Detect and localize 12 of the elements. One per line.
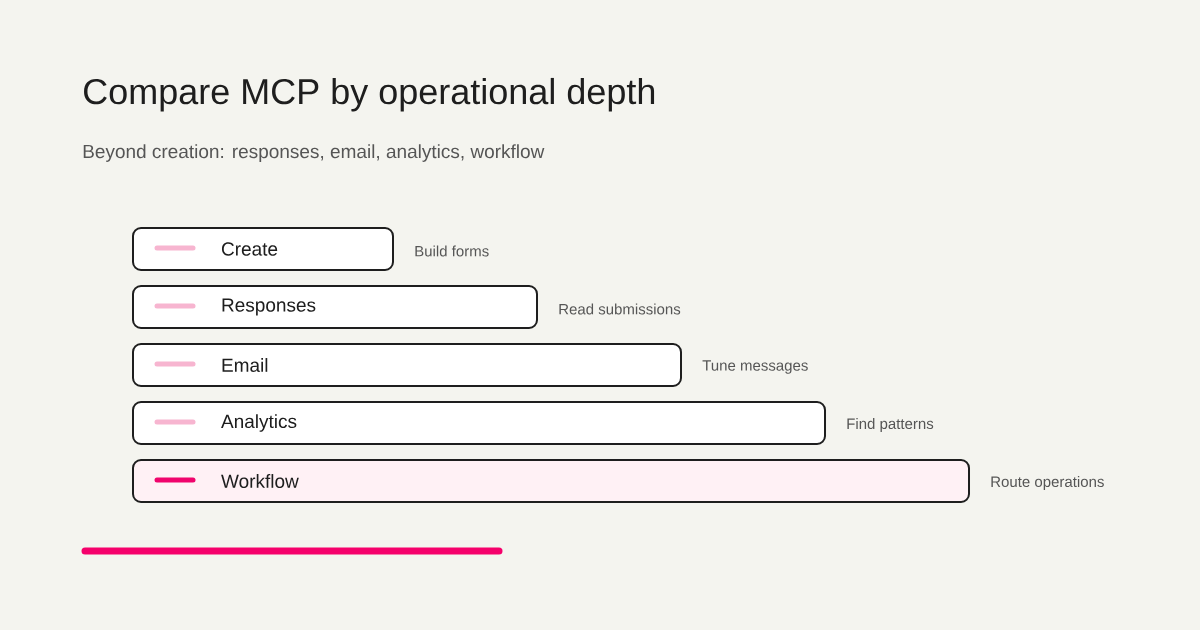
stage-bar: Responses — [132, 285, 538, 329]
side-label: Read submissions — [559, 303, 681, 315]
stage-bar: Analytics — [132, 401, 826, 445]
side-label: Tune messages — [702, 360, 808, 374]
side-label: Route operations — [991, 476, 1104, 490]
stage-bar: Email — [132, 343, 682, 387]
subtitle: Beyond creation: responses, email, analytics, workflow — [83, 144, 545, 162]
stage-bar: Workflow — [132, 459, 970, 503]
side-label: Build forms — [415, 245, 489, 257]
stage-bar: Create — [132, 227, 394, 271]
title: Compare MCP by operational depth — [84, 77, 655, 112]
side-label: Find patterns — [847, 418, 934, 432]
